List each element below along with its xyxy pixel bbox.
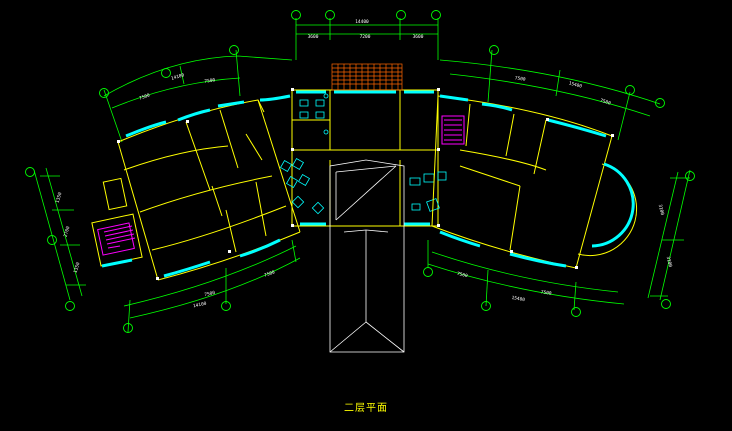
dim-left-side-1: 1350 (55, 191, 64, 203)
dim-lower-right-span-2: 7500 (540, 289, 552, 296)
dim-upper-right-total: 15400 (568, 80, 583, 89)
dim-lower-right-span-1: 7500 (456, 271, 468, 280)
dim-top-total: 14400 (355, 19, 369, 25)
right-wing-windows (439, 94, 635, 268)
lobby-furniture (279, 157, 447, 215)
dim-upper-right-span-2: 7500 (599, 98, 611, 107)
dim-left-side-2: 2700 (63, 225, 72, 237)
dim-lower-right-total: 15400 (511, 295, 526, 303)
dim-lower-left-span-1: 7500 (204, 290, 216, 298)
dim-upper-left-span-1: 7500 (139, 92, 152, 101)
central-core (291, 89, 439, 227)
atrium-roof (329, 159, 405, 353)
dim-lower-left-span-2: 7500 (264, 269, 277, 278)
dim-right-side-1: 3100 (657, 204, 665, 216)
dim-left-side-3: 1350 (73, 261, 82, 273)
grid-bubbles (25, 10, 695, 333)
dimension-lines (33, 18, 691, 333)
left-stair (97, 222, 136, 256)
dim-upper-left-total: 14100 (170, 72, 185, 82)
dim-top-span-3: 3600 (413, 34, 424, 40)
structural-columns (117, 88, 614, 280)
dim-upper-right-span-1: 7500 (514, 75, 526, 82)
balcony-grid (331, 63, 403, 91)
left-wing (91, 99, 301, 281)
dim-upper-left-span-2: 7500 (204, 77, 216, 84)
dim-top-span-2: 7200 (360, 34, 371, 40)
left-wing-windows (101, 94, 291, 278)
sanitary-fixtures (299, 93, 329, 135)
dim-top-span-1: 3600 (308, 34, 319, 40)
dim-right-side-2: 3100 (665, 256, 673, 268)
central-windows (296, 90, 434, 226)
right-stair (441, 115, 465, 145)
drawing-caption: 二层平面 (344, 403, 388, 414)
dim-lower-left-total: 14100 (193, 301, 208, 310)
dimension-texts: 14400 3600 7200 3600 14100 7500 7500 154… (55, 19, 674, 309)
